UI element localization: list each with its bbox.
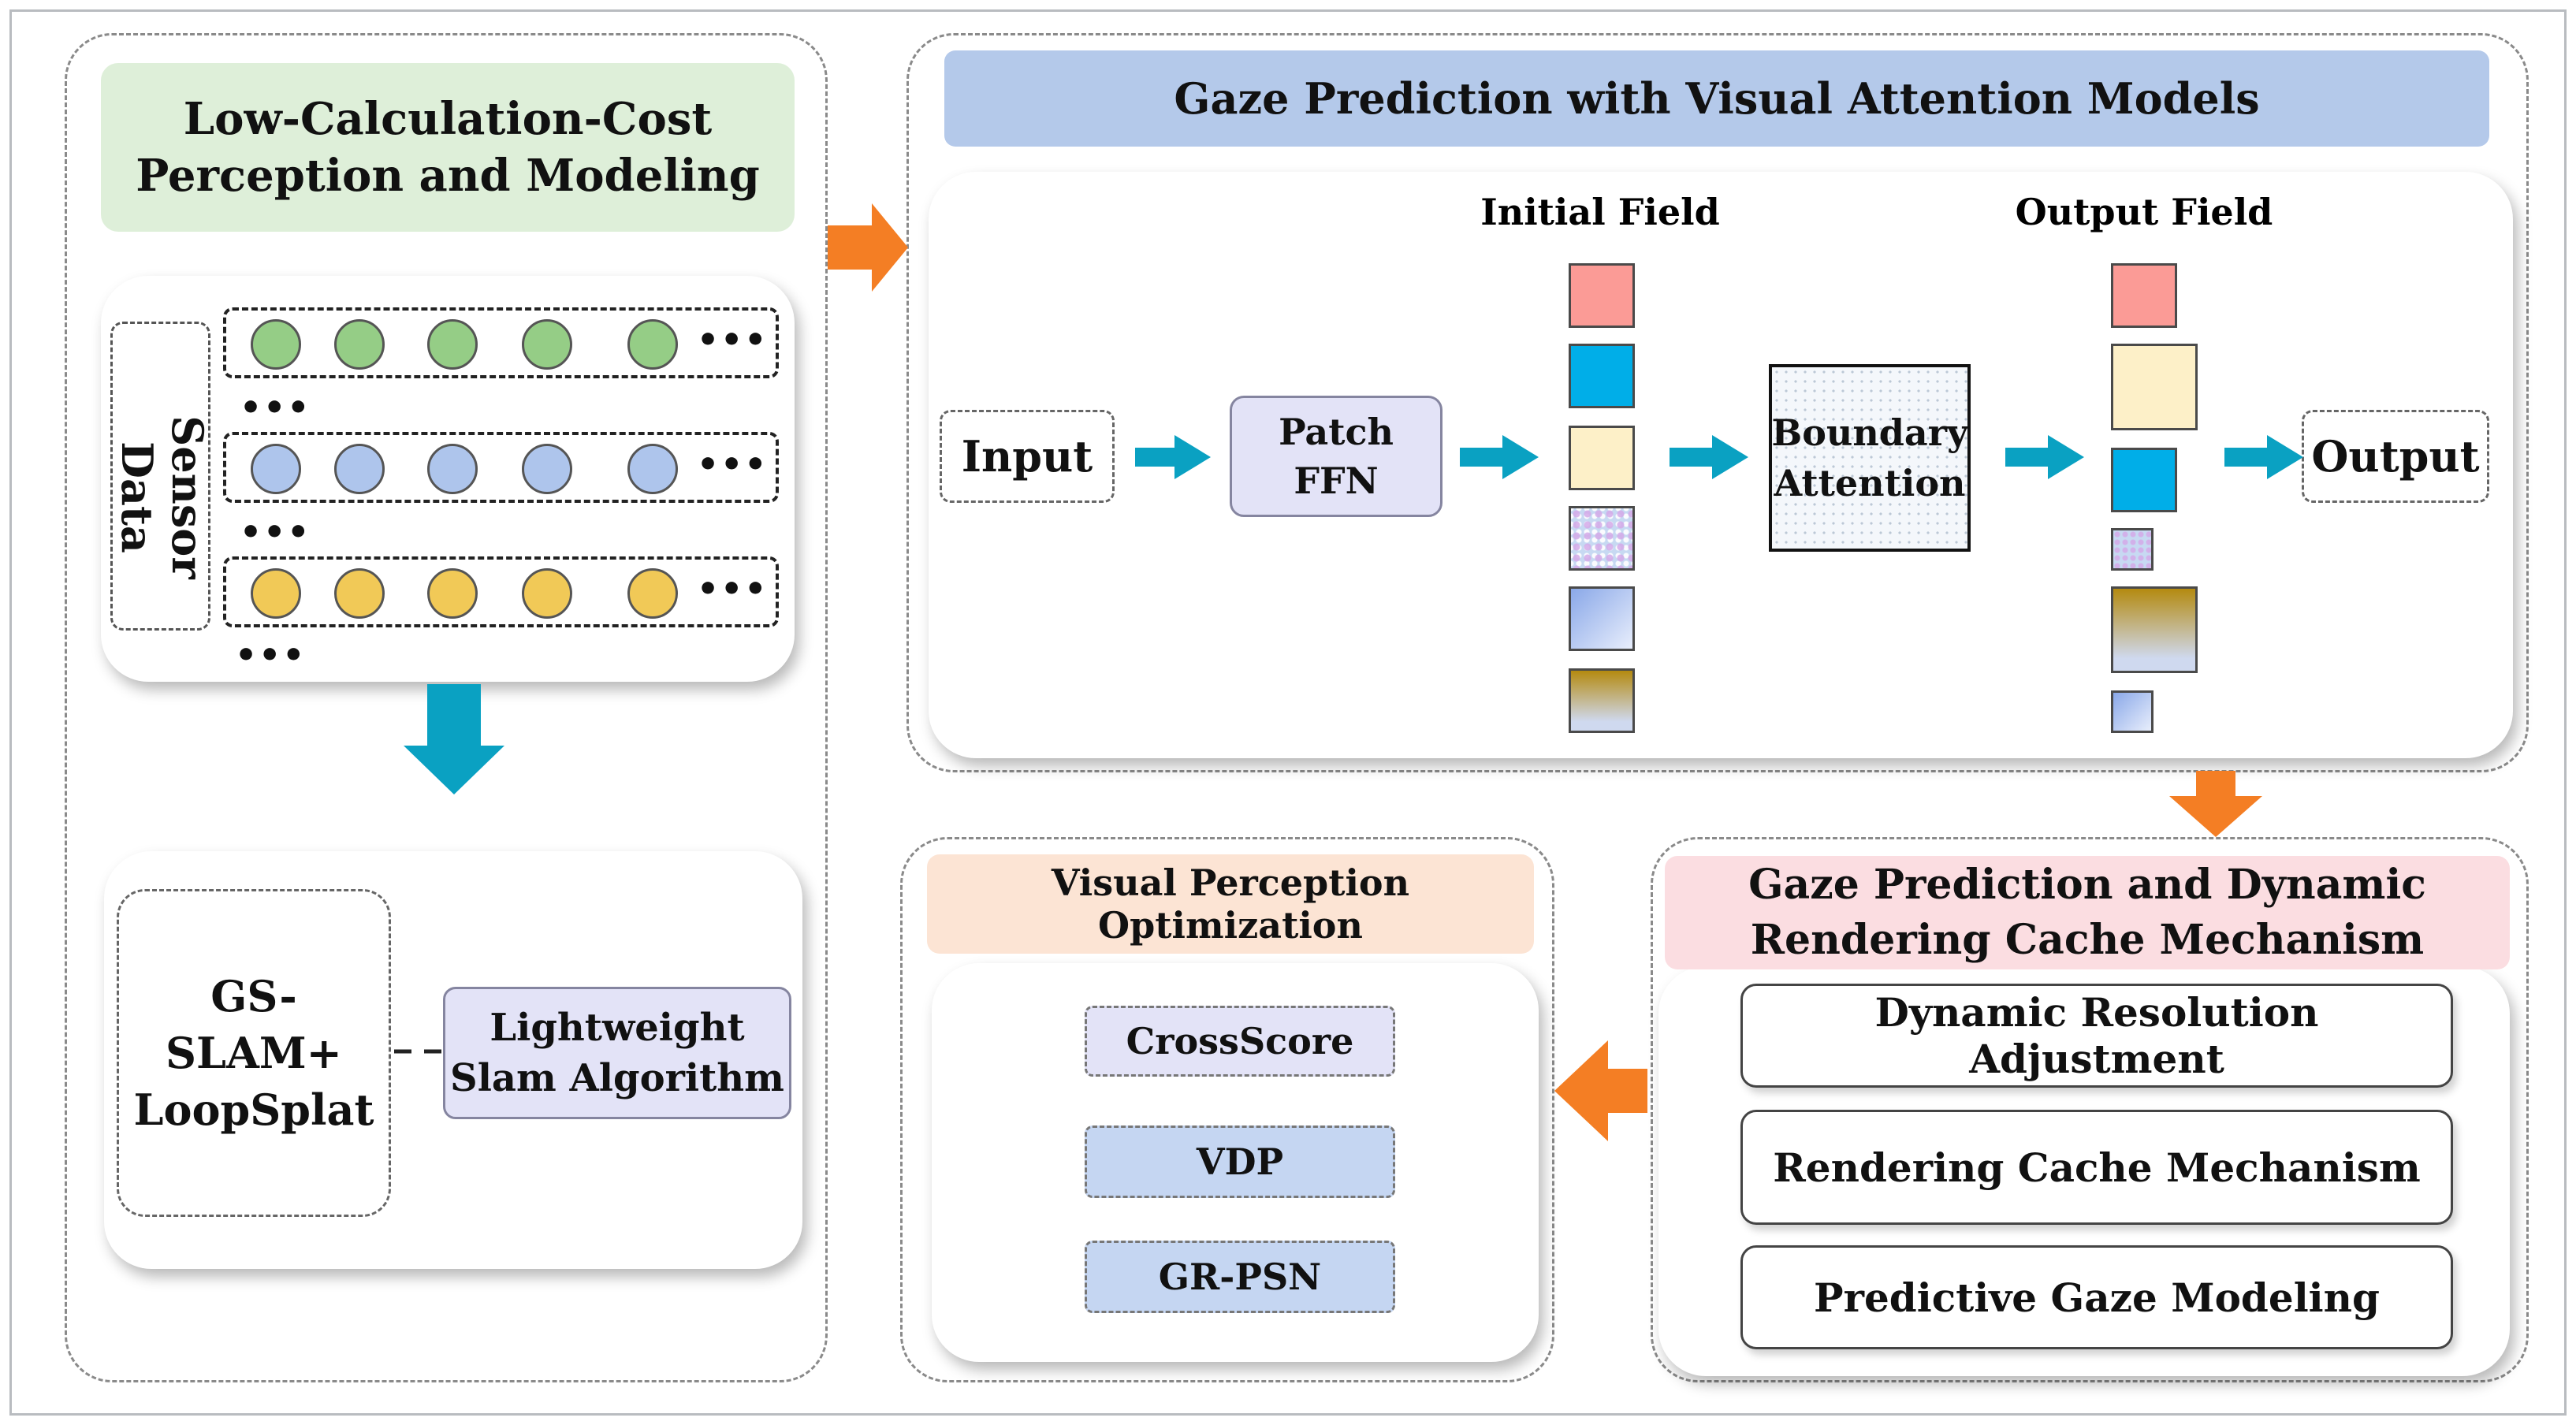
initial-field-swatch [1569,668,1635,733]
cache-panel-title: Gaze Prediction and Dynamic Rendering Ca… [1665,856,2510,969]
sensor-dot-green [627,319,678,370]
initial-field-swatch [1569,263,1635,328]
initial-field-label: Initial Field [1480,191,1720,233]
sensor-dot-yellow [522,568,572,619]
initial-field-swatch [1569,506,1635,571]
orange-down-arrow-icon [2169,771,2262,837]
rendering-cache-box: Rendering Cache Mechanism [1740,1110,2453,1225]
sensor-dot-yellow [427,568,478,619]
rows-ellipsis: ••• [240,388,311,428]
teal-right-arrow-icon [1460,435,1539,479]
sensor-dot-blue [627,444,678,494]
predictive-gaze-box: Predictive Gaze Modeling [1740,1245,2453,1349]
lightweight-slam-box: Lightweight Slam Algorithm [443,987,791,1119]
initial-field-swatch [1569,586,1635,651]
gaze-attention-title: Gaze Prediction with Visual Attention Mo… [944,50,2489,147]
output-box: Output [2302,410,2489,503]
output-field-swatch [2111,586,2198,673]
sensor-dot-blue [251,444,301,494]
output-field-swatch [2111,528,2153,571]
output-field-swatch [2111,263,2177,328]
output-field-swatch [2111,448,2177,512]
output-field-label: Output Field [2015,191,2273,233]
sensor-row-yellow [223,556,779,627]
sensor-data-box [110,322,210,631]
sensor-dot-yellow [334,568,385,619]
teal-right-arrow-icon [1135,435,1211,479]
initial-field-swatch [1569,426,1635,490]
row-ellipsis: ••• [697,445,769,485]
sensor-dot-yellow [627,568,678,619]
slam-box: GS- SLAM+ LoopSplat [117,889,391,1217]
output-field-swatch [2111,344,2198,430]
left-panel-title: Low-Calculation-Cost Perception and Mode… [101,63,795,232]
teal-right-arrow-icon [2224,435,2303,479]
sensor-dot-green [522,319,572,370]
sensor-dot-blue [427,444,478,494]
sensor-dot-green [251,319,301,370]
crossscore-box: CrossScore [1085,1006,1395,1077]
orange-right-arrow-icon [828,203,908,292]
output-field-swatch [2111,690,2153,733]
gr-psn-box: GR-PSN [1085,1241,1395,1313]
sensor-dot-green [427,319,478,370]
boundary-attention-box: Boundary Attention [1769,364,1971,552]
sensor-dot-yellow [251,568,301,619]
sensor-dot-green [334,319,385,370]
teal-down-arrow-icon [404,684,504,794]
sensor-row-blue [223,432,779,503]
perception-panel-title: Visual Perception Optimization [927,854,1534,954]
vdp-box: VDP [1085,1125,1395,1198]
rows-ellipsis: ••• [240,512,311,553]
sensor-dot-blue [522,444,572,494]
teal-right-arrow-icon [1670,435,1748,479]
teal-right-arrow-icon [2005,435,2084,479]
row-ellipsis: ••• [697,320,769,360]
initial-field-swatch [1569,344,1635,408]
row-ellipsis: ••• [697,569,769,609]
outer-frame [9,9,2567,1416]
sensor-dot-blue [334,444,385,494]
input-box: Input [940,410,1115,503]
dynamic-resolution-box: Dynamic Resolution Adjustment [1740,984,2453,1088]
orange-left-arrow-icon [1554,1040,1647,1141]
patch-ffn-box: Patch FFN [1230,396,1442,517]
rows-ellipsis: ••• [235,635,307,675]
sensor-row-green [223,307,779,378]
